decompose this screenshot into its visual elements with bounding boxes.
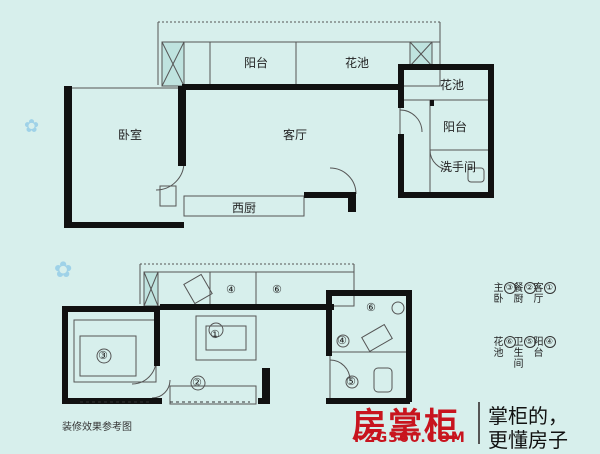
room-label-flower-bed-top: 花池	[345, 56, 370, 70]
room-label-washroom: 洗手间	[440, 160, 477, 174]
top-plan-walls	[64, 64, 494, 228]
room-marker: ⑥	[366, 301, 376, 314]
brand-divider	[478, 402, 480, 444]
bottom-plan	[73, 263, 409, 405]
room-marker: ⑥	[272, 283, 282, 296]
flower-icon: ✿	[54, 258, 73, 283]
room-label-flower-bed-right: 花池	[440, 78, 465, 92]
room-marker: ④	[226, 283, 236, 296]
brand-name: 房掌柜	[352, 406, 460, 446]
brand-slogan-line1: 掌柜的，	[488, 404, 568, 428]
room-marker: ③	[98, 349, 108, 362]
room-marker: ②	[192, 376, 202, 389]
brand-url: FZG360.COM	[354, 430, 466, 446]
room-marker: ①	[210, 328, 220, 341]
room-marker: ⑤	[346, 375, 356, 388]
brand-watermark: 房掌柜 FZG360.COM 掌柜的， 更懂房子	[350, 398, 600, 452]
room-label-kitchen: 西厨	[232, 201, 257, 215]
room-label-balcony-top: 阳台	[244, 56, 269, 70]
room-label-balcony-right: 阳台	[443, 120, 468, 134]
brand-slogan-line2: 更懂房子	[488, 428, 568, 452]
room-label-bedroom: 卧室	[118, 128, 143, 142]
bottom-plan-walls	[62, 290, 412, 404]
room-label-living-room: 客厅	[283, 128, 308, 142]
room-marker: ④	[337, 334, 347, 347]
caption: 装修效果参考图	[62, 422, 132, 433]
top-plan	[68, 21, 493, 217]
flower-icon: ✿	[24, 116, 40, 137]
